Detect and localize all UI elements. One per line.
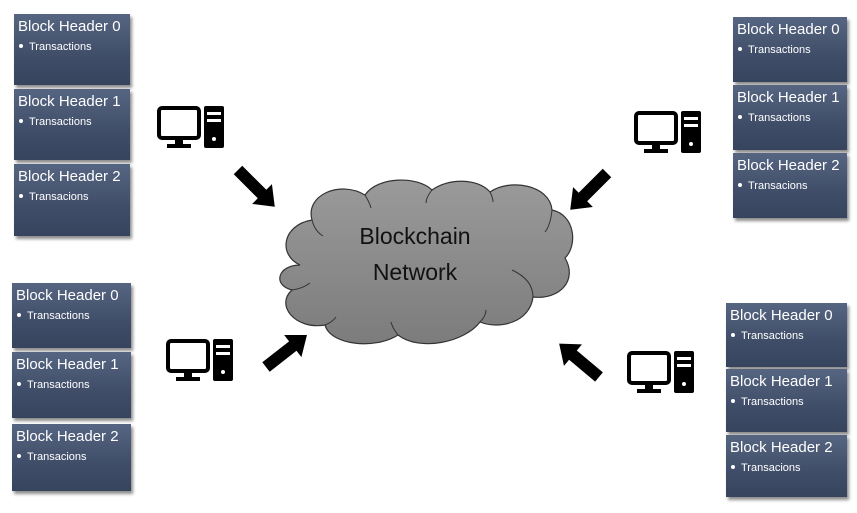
block: Block Header 0 Transactions	[12, 283, 131, 348]
cloud-detail	[291, 282, 311, 291]
desktop-computer-icon	[627, 349, 696, 395]
block: Block Header 0 Transactions	[14, 14, 130, 85]
cloud-detail	[311, 219, 324, 237]
block: Block Header 1 Transactions	[726, 369, 847, 432]
desktop-computer-icon	[157, 104, 226, 150]
desktop-computer-icon	[166, 337, 235, 383]
block: Block Header 0 Transactions	[733, 17, 847, 82]
cloud-detail	[489, 191, 494, 203]
block-header: Block Header 0	[730, 307, 833, 324]
arrow-icon	[257, 323, 316, 379]
block-header: Block Header 2	[16, 428, 119, 445]
cloud-detail	[390, 321, 399, 336]
block: Block Header 1 Transactions	[14, 89, 130, 160]
block-item: Transactions	[12, 374, 131, 392]
block-item: Transacions	[14, 186, 130, 204]
block-item: Transactions	[14, 111, 130, 129]
block-header: Block Header 1	[18, 93, 121, 110]
block: Block Header 1 Transactions	[733, 85, 847, 150]
block-header: Block Header 0	[737, 21, 840, 38]
block-header: Block Header 2	[18, 168, 121, 185]
block: Block Header 1 Transactions	[12, 352, 131, 418]
cloud-detail	[324, 316, 337, 326]
block-header: Block Header 1	[16, 356, 119, 373]
block-item: Transactions	[733, 107, 847, 125]
block: Block Header 2 Transacions	[733, 153, 847, 218]
cloud-detail	[479, 309, 487, 323]
block-item: Transacions	[726, 457, 847, 475]
cloud-label-line2: Network	[372, 259, 458, 285]
cloud-detail	[425, 189, 433, 204]
block-header: Block Header 2	[737, 157, 840, 174]
block-item: Transacions	[12, 446, 131, 464]
block-header: Block Header 2	[730, 439, 833, 456]
block: Block Header 2 Transacions	[12, 424, 131, 491]
cloud-detail	[544, 209, 553, 233]
block: Block Header 2 Transacions	[726, 435, 847, 497]
cloud-shape	[279, 179, 574, 345]
block-item: Transactions	[733, 39, 847, 57]
cloud-detail	[364, 194, 372, 209]
block: Block Header 0 Transactions	[726, 303, 847, 367]
block-header: Block Header 0	[18, 18, 121, 35]
cloud-detail	[511, 269, 534, 298]
arrow-icon	[228, 160, 285, 217]
block-item: Transactions	[12, 305, 131, 323]
desktop-computer-icon	[634, 109, 703, 155]
cloud-label: Blockchain Network	[320, 218, 510, 290]
block-header: Block Header 1	[730, 373, 833, 390]
block-item: Transactions	[726, 325, 847, 343]
cloud-label-line1: Blockchain	[359, 223, 471, 249]
block-item: Transactions	[726, 391, 847, 409]
block-item: Transactions	[14, 36, 130, 54]
block-header: Block Header 0	[16, 287, 119, 304]
block-item: Transacions	[733, 175, 847, 193]
block-header: Block Header 1	[737, 89, 840, 106]
arrow-icon	[560, 163, 617, 220]
block: Block Header 2 Transacions	[14, 164, 130, 236]
arrow-icon	[550, 332, 608, 388]
